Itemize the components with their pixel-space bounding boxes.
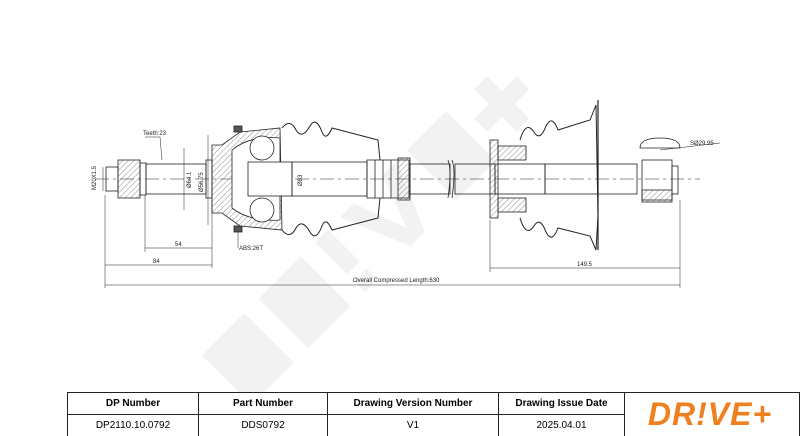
version-value: V1 (327, 414, 499, 436)
tulip-end (639, 137, 681, 203)
header-part-number: Part Number (198, 392, 328, 415)
dia1-label: Ø64.1 (187, 171, 193, 188)
dp-number-value: DP2110.10.0792 (67, 414, 199, 436)
shaft (291, 157, 496, 201)
outer-cv-joint (211, 125, 293, 233)
logo-cell (624, 392, 800, 436)
teeth-label: Teeth:23 (143, 131, 167, 137)
header-issue-date: Drawing Issue Date (498, 392, 625, 415)
part-number-value: DDS0792 (198, 414, 328, 436)
dimensions (102, 135, 721, 288)
header-dp-number: DP Number (67, 392, 199, 415)
issue-date-value: 2025.04.01 (498, 414, 625, 436)
drive-logo: DR!VE+ (647, 395, 773, 432)
dia2-label: Ø56.75 (199, 172, 205, 192)
nut-and-thread (105, 159, 213, 199)
dim-149: 149.5 (577, 262, 593, 268)
dim-84: 84 (153, 259, 160, 265)
title-block: DP Number Part Number Drawing Version Nu… (67, 392, 800, 436)
outer-boot (281, 121, 381, 237)
inner-tripod-joint (489, 100, 638, 251)
sphere-label: SØ29.95 (690, 141, 714, 147)
dia3-label: Ø83 (298, 174, 304, 186)
overall-length: Overall Compressed Length:630 (353, 278, 440, 284)
abs-label: ABS:26T (239, 246, 263, 252)
dim-54: 54 (175, 242, 182, 248)
drive-shaft-drawing: Teeth:23 M20X1.5 Ø64.1 Ø56.75 Ø83 ABS:26… (92, 76, 721, 406)
header-version: Drawing Version Number (327, 392, 499, 415)
thread-label: M20X1.5 (92, 165, 98, 190)
